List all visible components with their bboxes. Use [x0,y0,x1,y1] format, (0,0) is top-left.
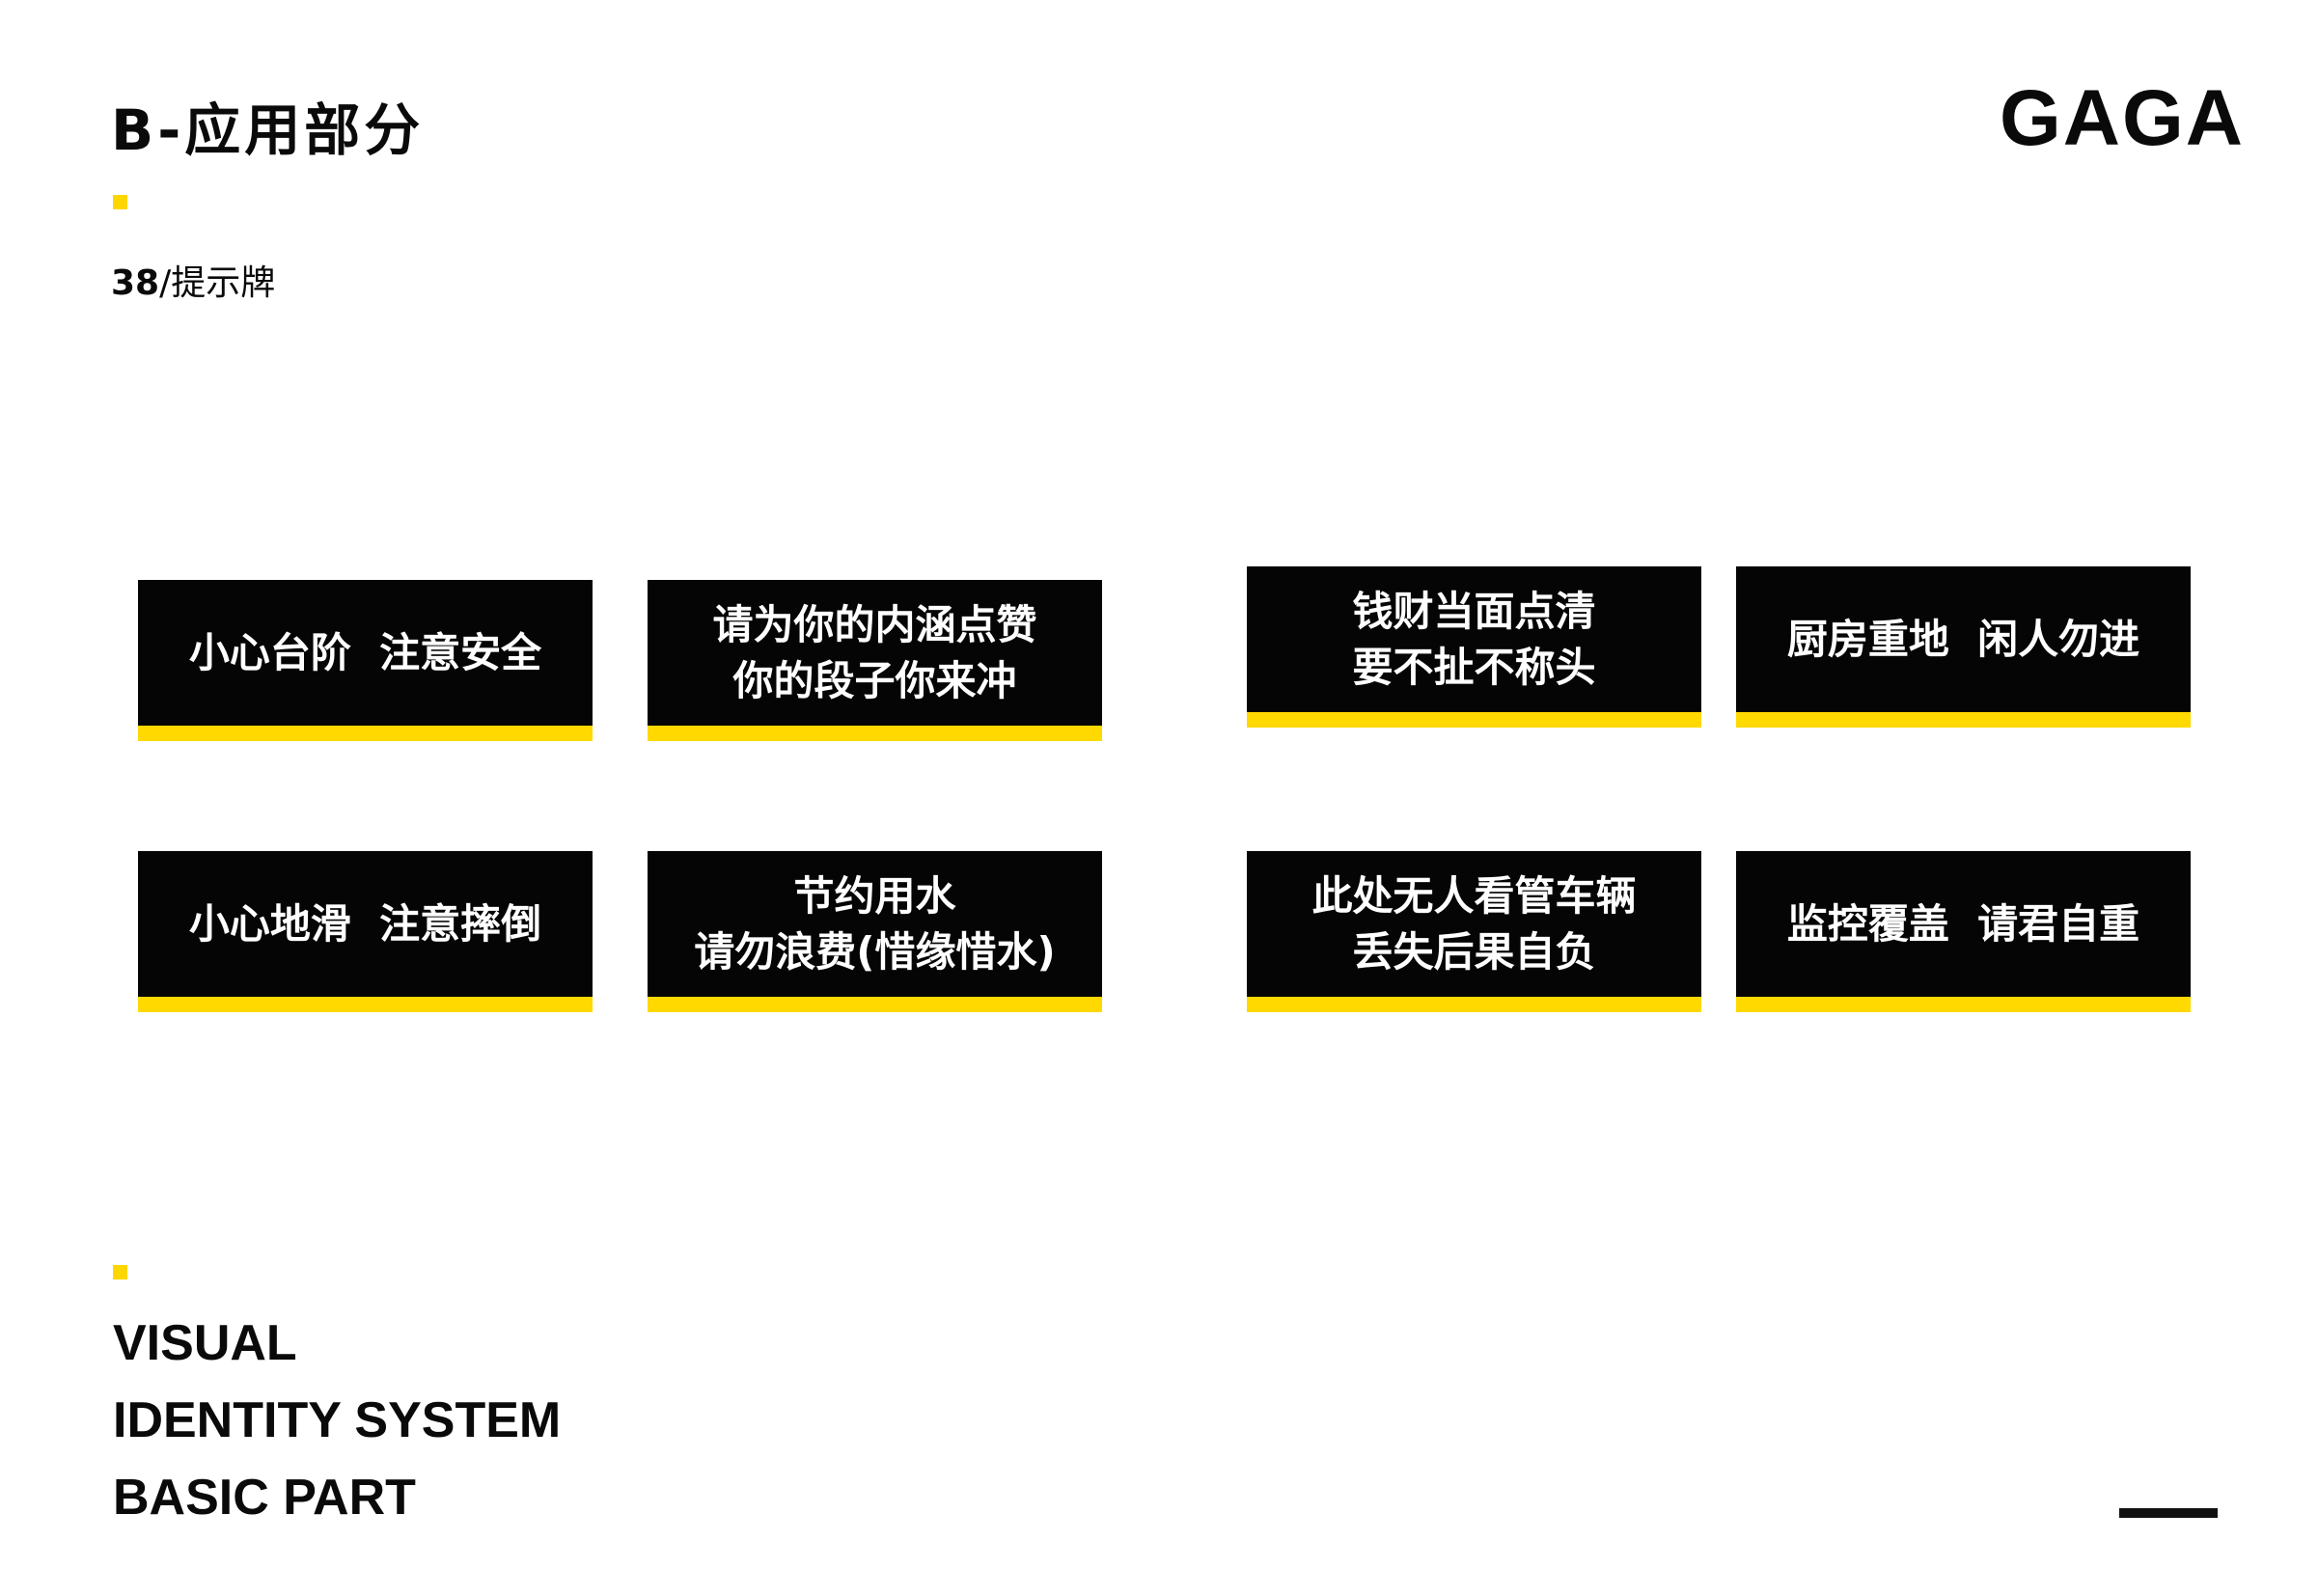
sign-text-line: 请为你的内涵点赞 [712,600,1037,648]
sign-text-line: 请勿浪费(惜缘惜水) [694,927,1056,976]
sign-text-line: 小心台阶 注意安全 [188,628,542,676]
sign-card: 节约用水请勿浪费(惜缘惜水) [648,851,1102,1012]
footer-line: BASIC PART [113,1470,416,1526]
sign-text-line: 钱财当面点清 [1352,587,1596,635]
brand-logo: GAGA [2000,74,2245,162]
sign-card: 监控覆盖 请君自重 [1736,851,2191,1012]
sign-card: 此处无人看管车辆丢失后果自负 [1247,851,1701,1012]
sign-text-line: 小心地滑 注意摔倒 [188,899,542,948]
sign-text-line: 节约用水 [793,871,956,920]
sign-text-line: 要不扯不称头 [1352,643,1596,691]
sign-yellow-bar [1247,712,1701,728]
sign-yellow-bar [138,997,593,1012]
section-name: 提示牌 [171,263,276,303]
sign-card: 小心地滑 注意摔倒 [138,851,593,1012]
sign-yellow-bar [138,726,593,741]
yellow-square-marker [113,1265,127,1280]
sign-card: 请为你的内涵点赞你的段子你来冲 [648,580,1102,741]
section-number: 38 [111,263,160,303]
page-title: B-应用部分 [111,97,425,163]
section-heading: 38/提示牌 [111,255,275,305]
sign-yellow-bar [1736,712,2191,728]
sign-yellow-bar [1736,997,2191,1012]
sign-card: 小心台阶 注意安全 [138,580,593,741]
sign-text-line: 此处无人看管车辆 [1311,871,1637,920]
sign-yellow-bar [648,997,1102,1012]
sign-yellow-bar [1247,997,1701,1012]
sign-text-line: 厨房重地 闲人勿进 [1786,615,2140,663]
sign-text-line: 监控覆盖 请君自重 [1786,899,2140,948]
sign-text-line: 你的段子你来冲 [732,656,1017,704]
sign-yellow-bar [648,726,1102,741]
footer-line: VISUAL [113,1315,297,1371]
sign-card: 钱财当面点清要不扯不称头 [1247,566,1701,728]
footer-bar-divider [2119,1508,2218,1518]
footer-line: IDENTITY SYSTEM [113,1392,562,1448]
section-separator: / [159,263,172,303]
yellow-square-marker [113,195,127,209]
sign-card: 厨房重地 闲人勿进 [1736,566,2191,728]
sign-text-line: 丢失后果自负 [1352,927,1596,976]
